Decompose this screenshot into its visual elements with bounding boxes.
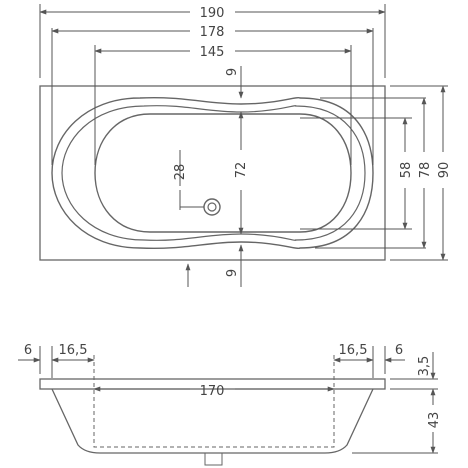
dim-right-edge: 6 [395, 343, 403, 358]
dim-bottom-width: 58 [399, 162, 414, 179]
dim-right-slope: 16,5 [339, 343, 368, 358]
dim-overall-length: 190 [200, 6, 225, 21]
dimension-lines-horizontal [39, 9, 386, 54]
dim-drain-offset: 28 [173, 164, 188, 181]
drain-outlet [204, 453, 223, 466]
tub-basin [94, 113, 352, 233]
dimension-lines-side [18, 352, 436, 454]
extension-lines-side [39, 346, 438, 454]
top-view: 190 178 145 9 9 28 72 58 78 90 [39, 4, 452, 287]
dim-left-slope: 16,5 [59, 343, 88, 358]
dim-left-edge: 6 [24, 343, 32, 358]
drain [180, 198, 221, 216]
tub-basin-hidden [93, 355, 335, 448]
dim-inner-width: 72 [234, 162, 249, 179]
dim-inner-length: 145 [200, 45, 225, 60]
tub-outline-rect [39, 85, 386, 261]
dim-rim-thickness: 3,5 [417, 356, 432, 377]
extension-lines-top [39, 4, 448, 261]
dim-depth: 43 [427, 412, 442, 429]
dim-overall-width: 90 [437, 162, 452, 179]
dim-rim-bottom: 9 [225, 269, 240, 277]
tub-rim-profile [39, 378, 386, 390]
dim-rim-top: 9 [225, 68, 240, 76]
tub-rim-outer [51, 96, 374, 250]
dim-rim-width: 78 [418, 162, 433, 179]
side-view: 6 16,5 16,5 6 170 3,5 43 [18, 343, 442, 466]
tub-rim-inner [61, 105, 366, 241]
tub-body-profile [51, 388, 374, 454]
dim-bottom-length: 170 [200, 384, 225, 399]
dimension-lines-vertical [179, 66, 446, 287]
dim-outer-rim-length: 178 [200, 25, 225, 40]
